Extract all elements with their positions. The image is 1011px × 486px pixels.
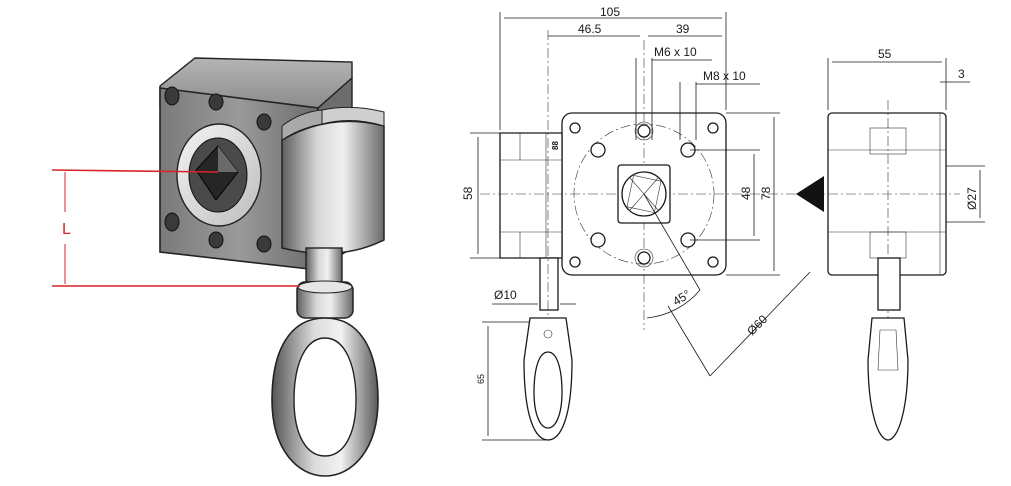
- dim-m6: M6 x 10: [654, 45, 697, 59]
- dim-shaft-10: Ø10: [494, 288, 517, 302]
- side-view-drawing: 55 3 Ø27: [796, 47, 985, 441]
- dim-side-3: 3: [958, 67, 965, 81]
- dim-78: 78: [759, 186, 773, 200]
- dim-m8: M8 x 10: [703, 69, 746, 83]
- length-label: L: [62, 221, 71, 238]
- dim-65: 65: [476, 374, 486, 384]
- dim-pitch-circle: Ø60: [744, 312, 770, 338]
- dim-58: 58: [461, 186, 475, 200]
- mounting-holes: [164, 86, 272, 253]
- dim-46-5: 46.5: [578, 22, 602, 36]
- dim-angle: 45°: [670, 287, 693, 309]
- length-indicator: L: [51, 169, 300, 287]
- dim-side-27: Ø27: [965, 187, 979, 210]
- dim-39: 39: [676, 22, 690, 36]
- bracket-label: 88: [551, 141, 560, 150]
- front-view-drawing: 105 46.5 39 M6 x 10 M8 x 10 58 88 48 78 …: [461, 5, 811, 441]
- dim-side-55: 55: [878, 47, 892, 61]
- front-holes: [569, 121, 719, 268]
- gearbox-3d-render: [159, 57, 385, 477]
- direction-arrow-icon: [796, 176, 824, 212]
- dim-48: 48: [739, 186, 753, 200]
- dim-105: 105: [600, 5, 620, 19]
